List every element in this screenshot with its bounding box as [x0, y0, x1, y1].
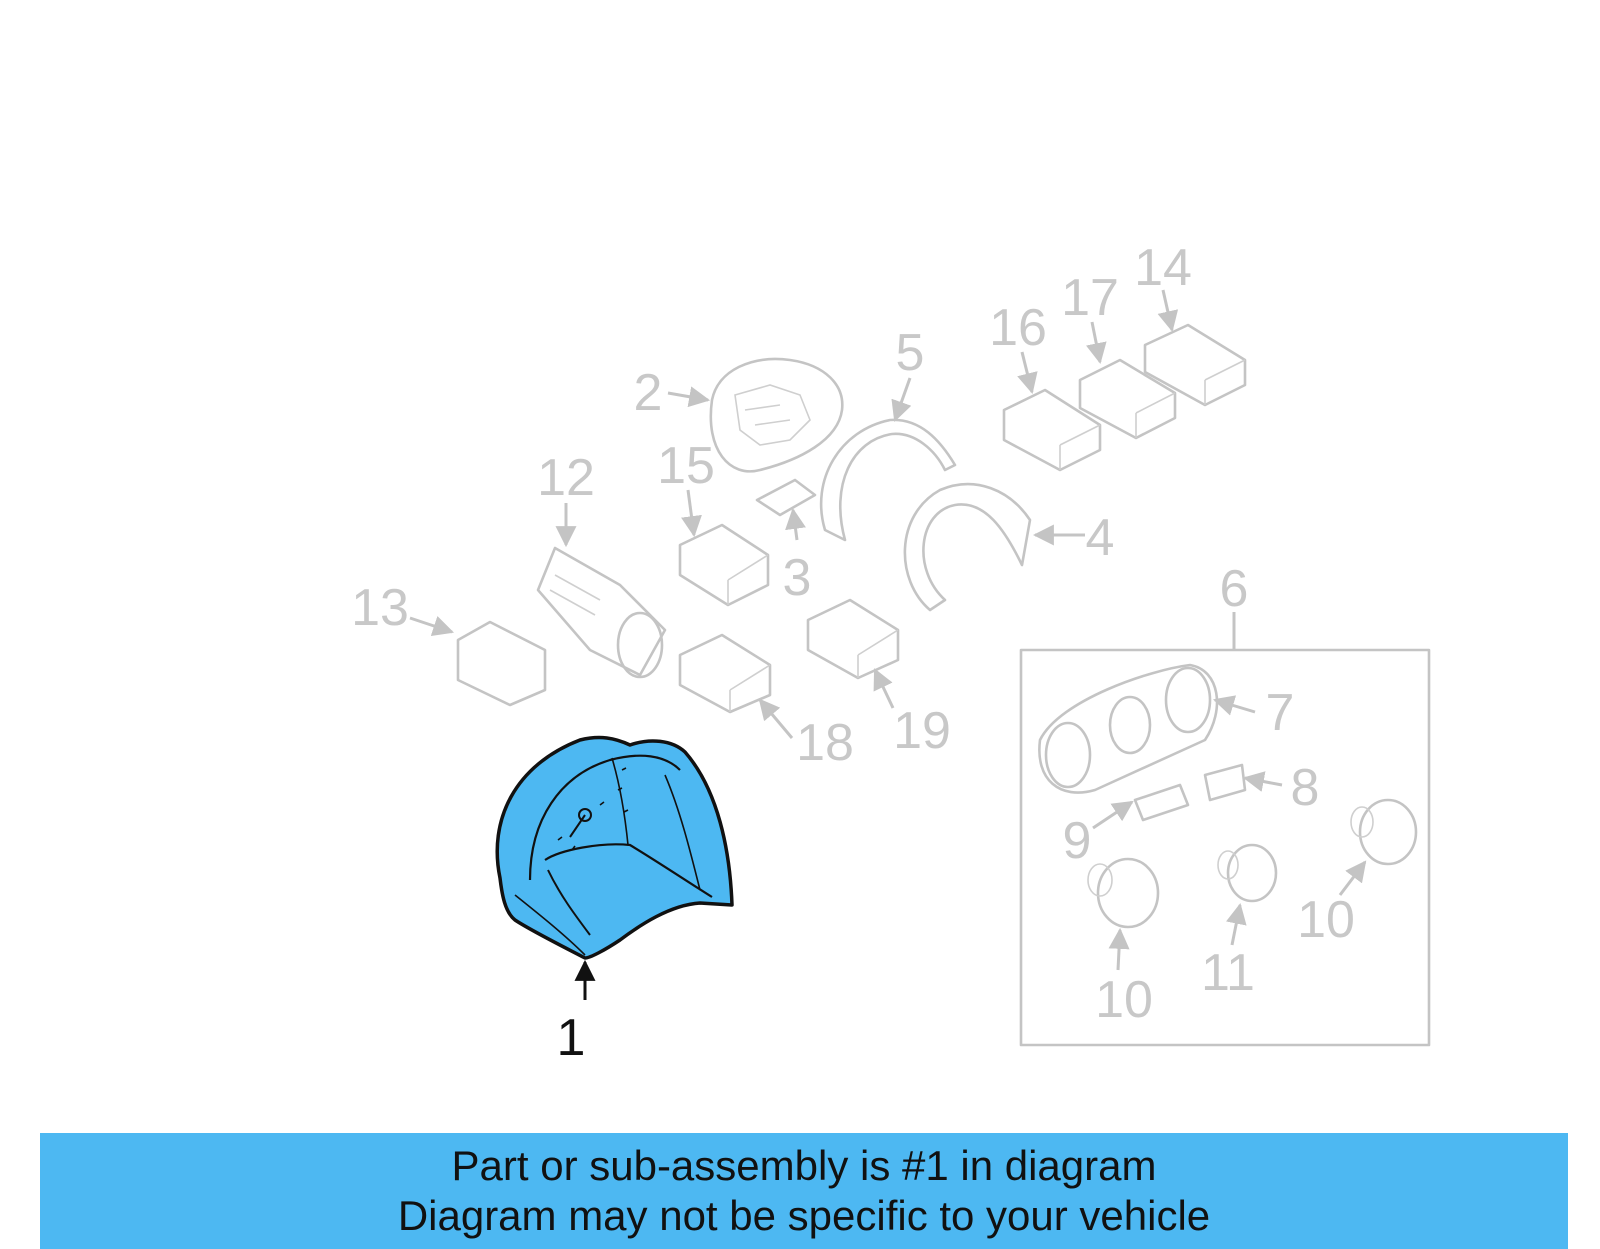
callout-7: 7: [1266, 684, 1295, 742]
callout-3: 3: [783, 549, 812, 607]
banner-line-1: Part or sub-assembly is #1 in diagram: [451, 1142, 1157, 1189]
callout-2: 2: [634, 364, 663, 422]
callout-5: 5: [896, 324, 925, 382]
callout-19: 19: [893, 702, 951, 760]
part-4-bezel: [903, 482, 1032, 612]
part-1-instrument-cluster[interactable]: [495, 735, 734, 1000]
part-8-switch: [1203, 763, 1247, 802]
callout-6: 6: [1220, 560, 1249, 618]
callout-1[interactable]: 1: [557, 1009, 586, 1067]
part-9-switch: [1133, 783, 1190, 822]
part-6-assembly-box: [1019, 612, 1431, 1047]
callout-4: 4: [1086, 509, 1115, 567]
callout-18: 18: [796, 714, 854, 772]
callout-14: 14: [1134, 239, 1192, 297]
callout-12: 12: [537, 449, 595, 507]
banner-line-2: Diagram may not be specific to your vehi…: [397, 1192, 1211, 1239]
callout-16: 16: [989, 299, 1047, 357]
callout-8: 8: [1291, 759, 1320, 817]
part-2-housing: [709, 357, 844, 473]
part-13-connector: [456, 620, 547, 707]
part-12-pod: [536, 546, 667, 679]
part-16-switch: [1002, 388, 1102, 472]
callout-10-right: 10: [1297, 891, 1355, 949]
part-18-switch: [678, 633, 772, 714]
callout-17: 17: [1061, 269, 1119, 327]
callout-9: 9: [1063, 812, 1092, 870]
part-10-knob-right: [1350, 798, 1418, 866]
callout-15: 15: [657, 437, 715, 495]
callout-labels: 1 2 3 4 5 6 7 8 9 10 10 11 12 13 14 15 1…: [351, 239, 1355, 1067]
part-15-switch: [678, 523, 770, 607]
info-banner: Part or sub-assembly is #1 in diagram Di…: [40, 1133, 1568, 1249]
part-10-knob-left: [1087, 857, 1160, 929]
part-19-switch: [806, 598, 900, 680]
callout-13: 13: [351, 579, 409, 637]
part-7-panel: [1038, 663, 1219, 794]
part-14-switch: [1143, 323, 1247, 407]
part-11-knob: [1217, 843, 1278, 903]
callout-11: 11: [1201, 944, 1255, 1002]
callout-10-left: 10: [1095, 971, 1153, 1029]
part-5-bezel: [819, 418, 957, 542]
part-3-lens: [755, 478, 817, 517]
leader-lines: [409, 289, 1367, 971]
part-17-switch: [1078, 358, 1177, 440]
